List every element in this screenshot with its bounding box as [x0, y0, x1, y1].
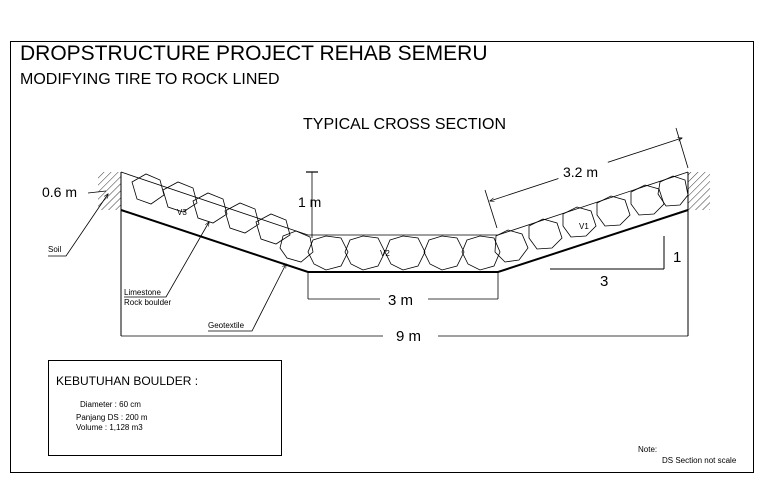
boulder [384, 235, 426, 271]
spec-diameter: Diameter : 60 cm [80, 400, 141, 409]
geotextile-label: Geotextile [208, 321, 245, 330]
boulder [423, 235, 465, 271]
geotextile-leader [208, 264, 286, 332]
boulder [344, 235, 386, 271]
boulder [192, 192, 228, 224]
section-title: TYPICAL CROSS SECTION [303, 116, 506, 133]
bottom-width-label: 3 m [388, 292, 413, 309]
slope-ratio-v: 1 [673, 249, 681, 266]
boulder [224, 202, 260, 234]
boulder [596, 195, 631, 227]
boulder [528, 218, 563, 250]
boulder [562, 206, 597, 238]
spec-length: Panjang DS : 200 m [76, 413, 148, 422]
boulder [255, 213, 291, 245]
label-v1: V1 [579, 222, 589, 231]
right-bank-hatch [688, 172, 710, 210]
slope-ext-low [484, 189, 498, 229]
bank-height-label: 0.6 m [42, 184, 77, 200]
limestone-label: Limestone [124, 288, 161, 297]
bank-height-leader [87, 190, 107, 194]
rock-boulder-label: Rock boulder [124, 298, 171, 307]
slope-length-label: 3.2 m [563, 164, 598, 180]
top-width-label: 9 m [396, 328, 421, 345]
note-text: DS Section not scale [662, 456, 737, 465]
boulder-requirements-box [48, 360, 282, 456]
boulder [657, 175, 689, 207]
channel-outer-line [120, 209, 689, 273]
limestone-leader [124, 222, 209, 298]
boulder [307, 235, 349, 271]
label-v2: V2 [380, 249, 390, 258]
slope-ext-high [675, 127, 689, 169]
slope-ratio-h: 3 [600, 273, 608, 290]
boulder [162, 181, 198, 213]
boulder [279, 230, 314, 263]
soil-label: Soil [48, 245, 62, 254]
soil-leader [48, 194, 108, 257]
depth-label: 1 m [298, 194, 321, 210]
label-v3: V3 [177, 208, 187, 217]
spec-volume: Volume : 1,128 m3 [76, 423, 143, 432]
note-label: Note: [638, 445, 658, 454]
boulder [494, 229, 529, 263]
drawing-frame [10, 41, 754, 473]
boulder [461, 235, 501, 271]
drawing-subtitle: MODIFYING TIRE TO ROCK LINED [20, 71, 280, 88]
boulder [131, 173, 165, 205]
channel-inner-line [120, 171, 689, 236]
boulders [131, 173, 689, 271]
drawing-title: DROPSTRUCTURE PROJECT REHAB SEMERU [20, 42, 488, 65]
boulder-requirements-title: KEBUTUHAN BOULDER : [56, 374, 199, 388]
